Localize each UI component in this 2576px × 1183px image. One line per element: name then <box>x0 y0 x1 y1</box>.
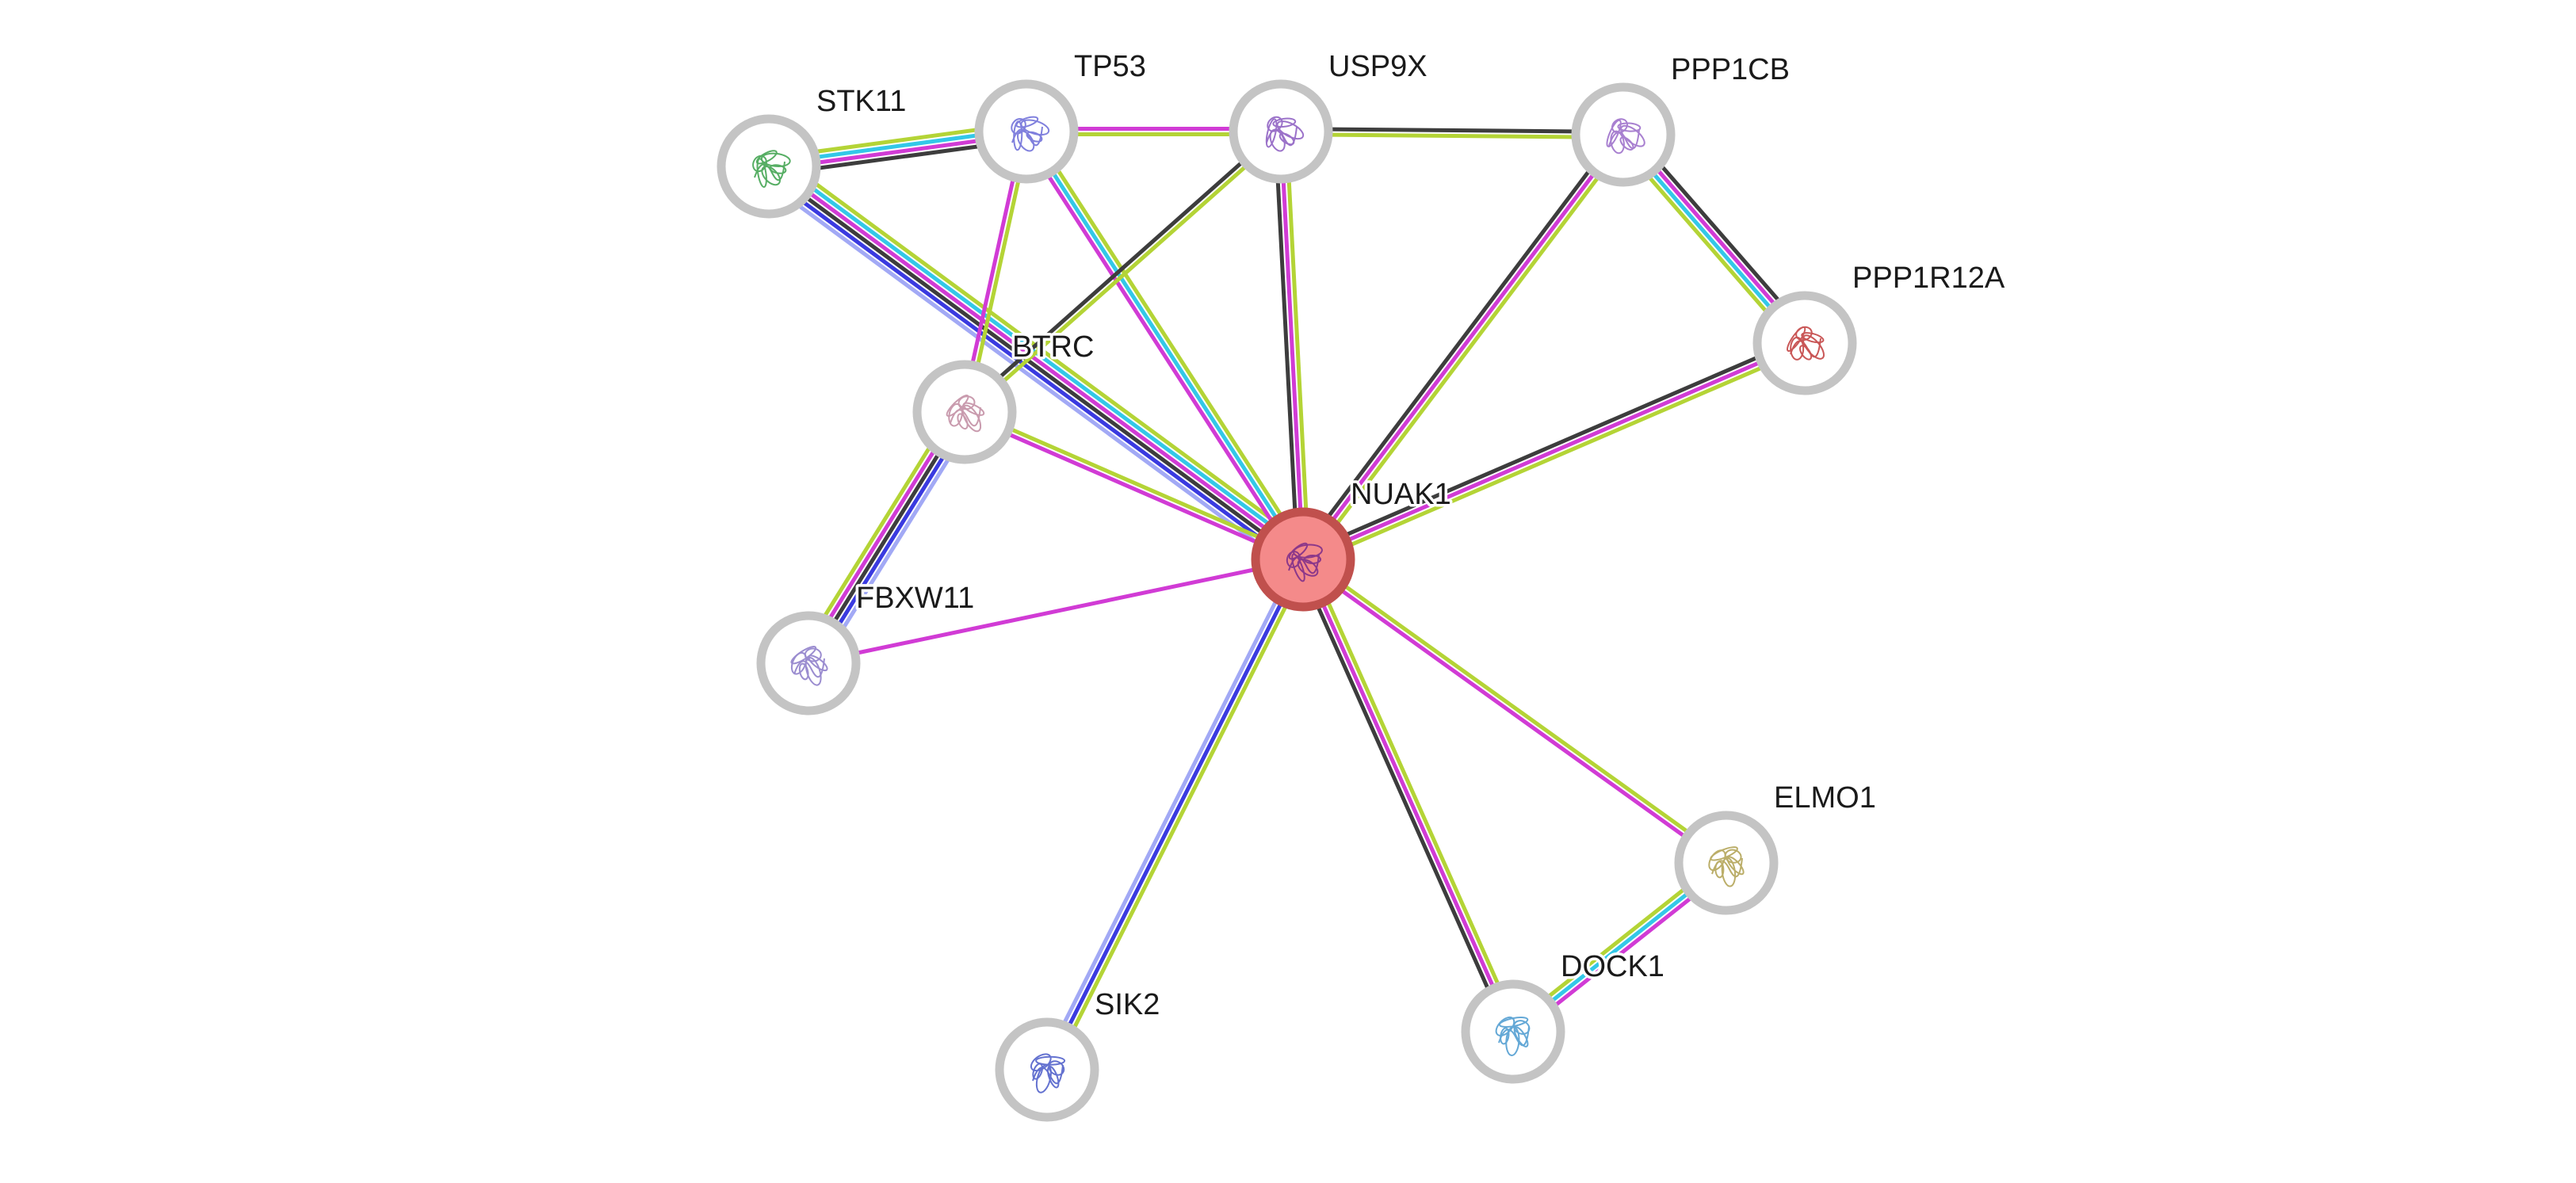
edge-nuak1-elmo1[interactable] <box>1300 555 1729 867</box>
edge-nuak1-btrc[interactable] <box>962 407 1305 564</box>
edge-line-coexpression <box>961 128 1281 412</box>
edge-line-textmining <box>1284 131 1311 559</box>
edge-line-textmining <box>1304 346 1808 567</box>
node-label: STK11 <box>816 85 906 118</box>
protein-structure-icon <box>1011 116 1050 152</box>
node-ppp1r12a[interactable]: PPP1R12A <box>1752 259 2008 395</box>
edge-line-homology <box>759 176 1297 573</box>
edge-line-experimental <box>1302 341 1806 562</box>
network-nodes: NUAK1 STK11 TP53 USP9X PPP1CB PPP1R12A BTRC FBX… <box>717 48 2008 1122</box>
edge-line-textmining <box>1306 556 1520 1031</box>
edge-line-cooccurrence <box>1045 558 1305 1071</box>
edge-line-homology <box>1040 555 1300 1068</box>
node-fbxw11[interactable]: FBXW11 <box>756 579 977 716</box>
edge-nuak1-ppp1r12a[interactable] <box>1300 336 1808 567</box>
edge-line-coexpression <box>1297 130 1621 558</box>
protein-structure-icon <box>946 394 985 433</box>
node-label: DOCK1 <box>1561 950 1664 983</box>
node-label: PPP1CB <box>1671 53 1790 86</box>
node-ppp1cb[interactable]: PPP1CB <box>1571 51 1792 187</box>
node-label: PPP1R12A <box>1852 261 2005 295</box>
node-stk11[interactable]: STK11 <box>717 82 909 219</box>
node-nuak1[interactable]: NUAK1 <box>1251 475 1454 612</box>
protein-structure-icon <box>1495 1016 1531 1056</box>
edge-nuak1-sik2[interactable] <box>1040 555 1310 1074</box>
edge-line-cooccurrence <box>762 171 1300 568</box>
protein-structure-icon <box>1286 542 1323 582</box>
protein-structure-icon <box>1030 1053 1066 1093</box>
edge-line-experimental <box>1301 133 1625 561</box>
edge-line-textmining <box>1050 561 1310 1074</box>
node-elmo1[interactable]: ELMO1 <box>1674 779 1878 915</box>
edge-line-textmining <box>1303 555 1729 863</box>
node-usp9x[interactable]: USP9X <box>1229 48 1430 184</box>
node-label: FBXW11 <box>856 582 974 615</box>
network-edges <box>759 121 1813 1074</box>
edge-line-coexpression <box>1300 336 1804 556</box>
edge-line-textmining <box>1305 136 1630 564</box>
edge-line-coexpression <box>1273 132 1300 560</box>
edge-line-experimental <box>769 162 1306 559</box>
node-dock1[interactable]: DOCK1 <box>1461 948 1667 1084</box>
edge-line-textmining <box>965 407 1305 559</box>
node-label: TP53 <box>1074 50 1146 83</box>
protein-structure-icon <box>790 646 828 686</box>
edge-line-coexpression <box>766 166 1303 563</box>
edge-line-textmining <box>775 153 1313 550</box>
node-label: USP9X <box>1328 50 1428 83</box>
edge-nuak1-usp9x[interactable] <box>1273 131 1311 560</box>
edge-line-textmining <box>965 132 1284 416</box>
edge-nuak1-tp53[interactable] <box>1020 127 1309 564</box>
edge-line-textmining <box>1280 132 1623 139</box>
node-label: SIK2 <box>1095 988 1160 1021</box>
node-tp53[interactable]: TP53 <box>974 48 1148 184</box>
edge-line-curated_database <box>1024 130 1305 561</box>
edge-line-experimental <box>1301 558 1515 1033</box>
edge-line-curated_database <box>772 158 1309 555</box>
protein-structure-icon <box>1265 116 1305 152</box>
edge-nuak1-stk11[interactable] <box>759 153 1313 573</box>
node-label: NUAK1 <box>1351 478 1451 511</box>
protein-structure-icon <box>1708 846 1745 887</box>
edge-line-experimental <box>962 412 1303 564</box>
edge-nuak1-dock1[interactable] <box>1296 556 1520 1035</box>
protein-structure-icon <box>1787 326 1825 361</box>
edge-nuak1-fbxw11[interactable] <box>808 557 1304 666</box>
edge-line-textmining <box>1029 127 1309 558</box>
node-btrc[interactable]: BTRC <box>912 328 1097 464</box>
protein-structure-icon <box>1606 118 1645 155</box>
edge-line-coexpression <box>1281 127 1624 135</box>
edge-nuak1-ppp1cb[interactable] <box>1297 130 1630 564</box>
node-label: ELMO1 <box>1774 781 1876 815</box>
edge-line-experimental <box>1278 131 1305 560</box>
edge-line-experimental <box>1020 133 1301 564</box>
node-sik2[interactable]: SIK2 <box>995 986 1163 1122</box>
edge-usp9x-ppp1cb[interactable] <box>1280 127 1624 139</box>
edge-line-experimental <box>1300 559 1726 867</box>
edge-line-experimental <box>808 557 1304 666</box>
protein-structure-icon <box>752 150 791 188</box>
node-label: BTRC <box>1012 330 1094 364</box>
edge-line-coexpression <box>1296 560 1510 1035</box>
edge-usp9x-btrc[interactable] <box>961 128 1284 416</box>
